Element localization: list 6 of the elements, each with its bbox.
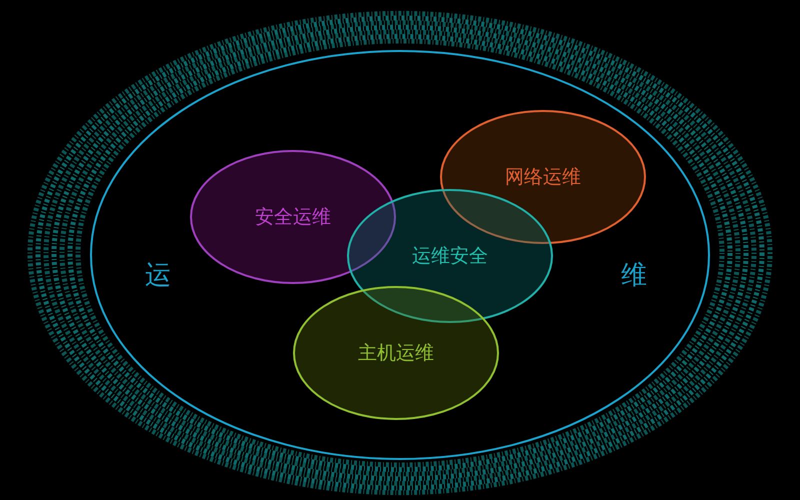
side-label: 维 xyxy=(621,260,647,292)
circle-label: 安全运维 xyxy=(255,205,331,230)
circle-label: 主机运维 xyxy=(358,341,434,366)
circle-label: 网络运维 xyxy=(505,165,581,190)
side-label: 运 xyxy=(145,260,171,292)
circle-label: 运维安全 xyxy=(412,244,488,269)
